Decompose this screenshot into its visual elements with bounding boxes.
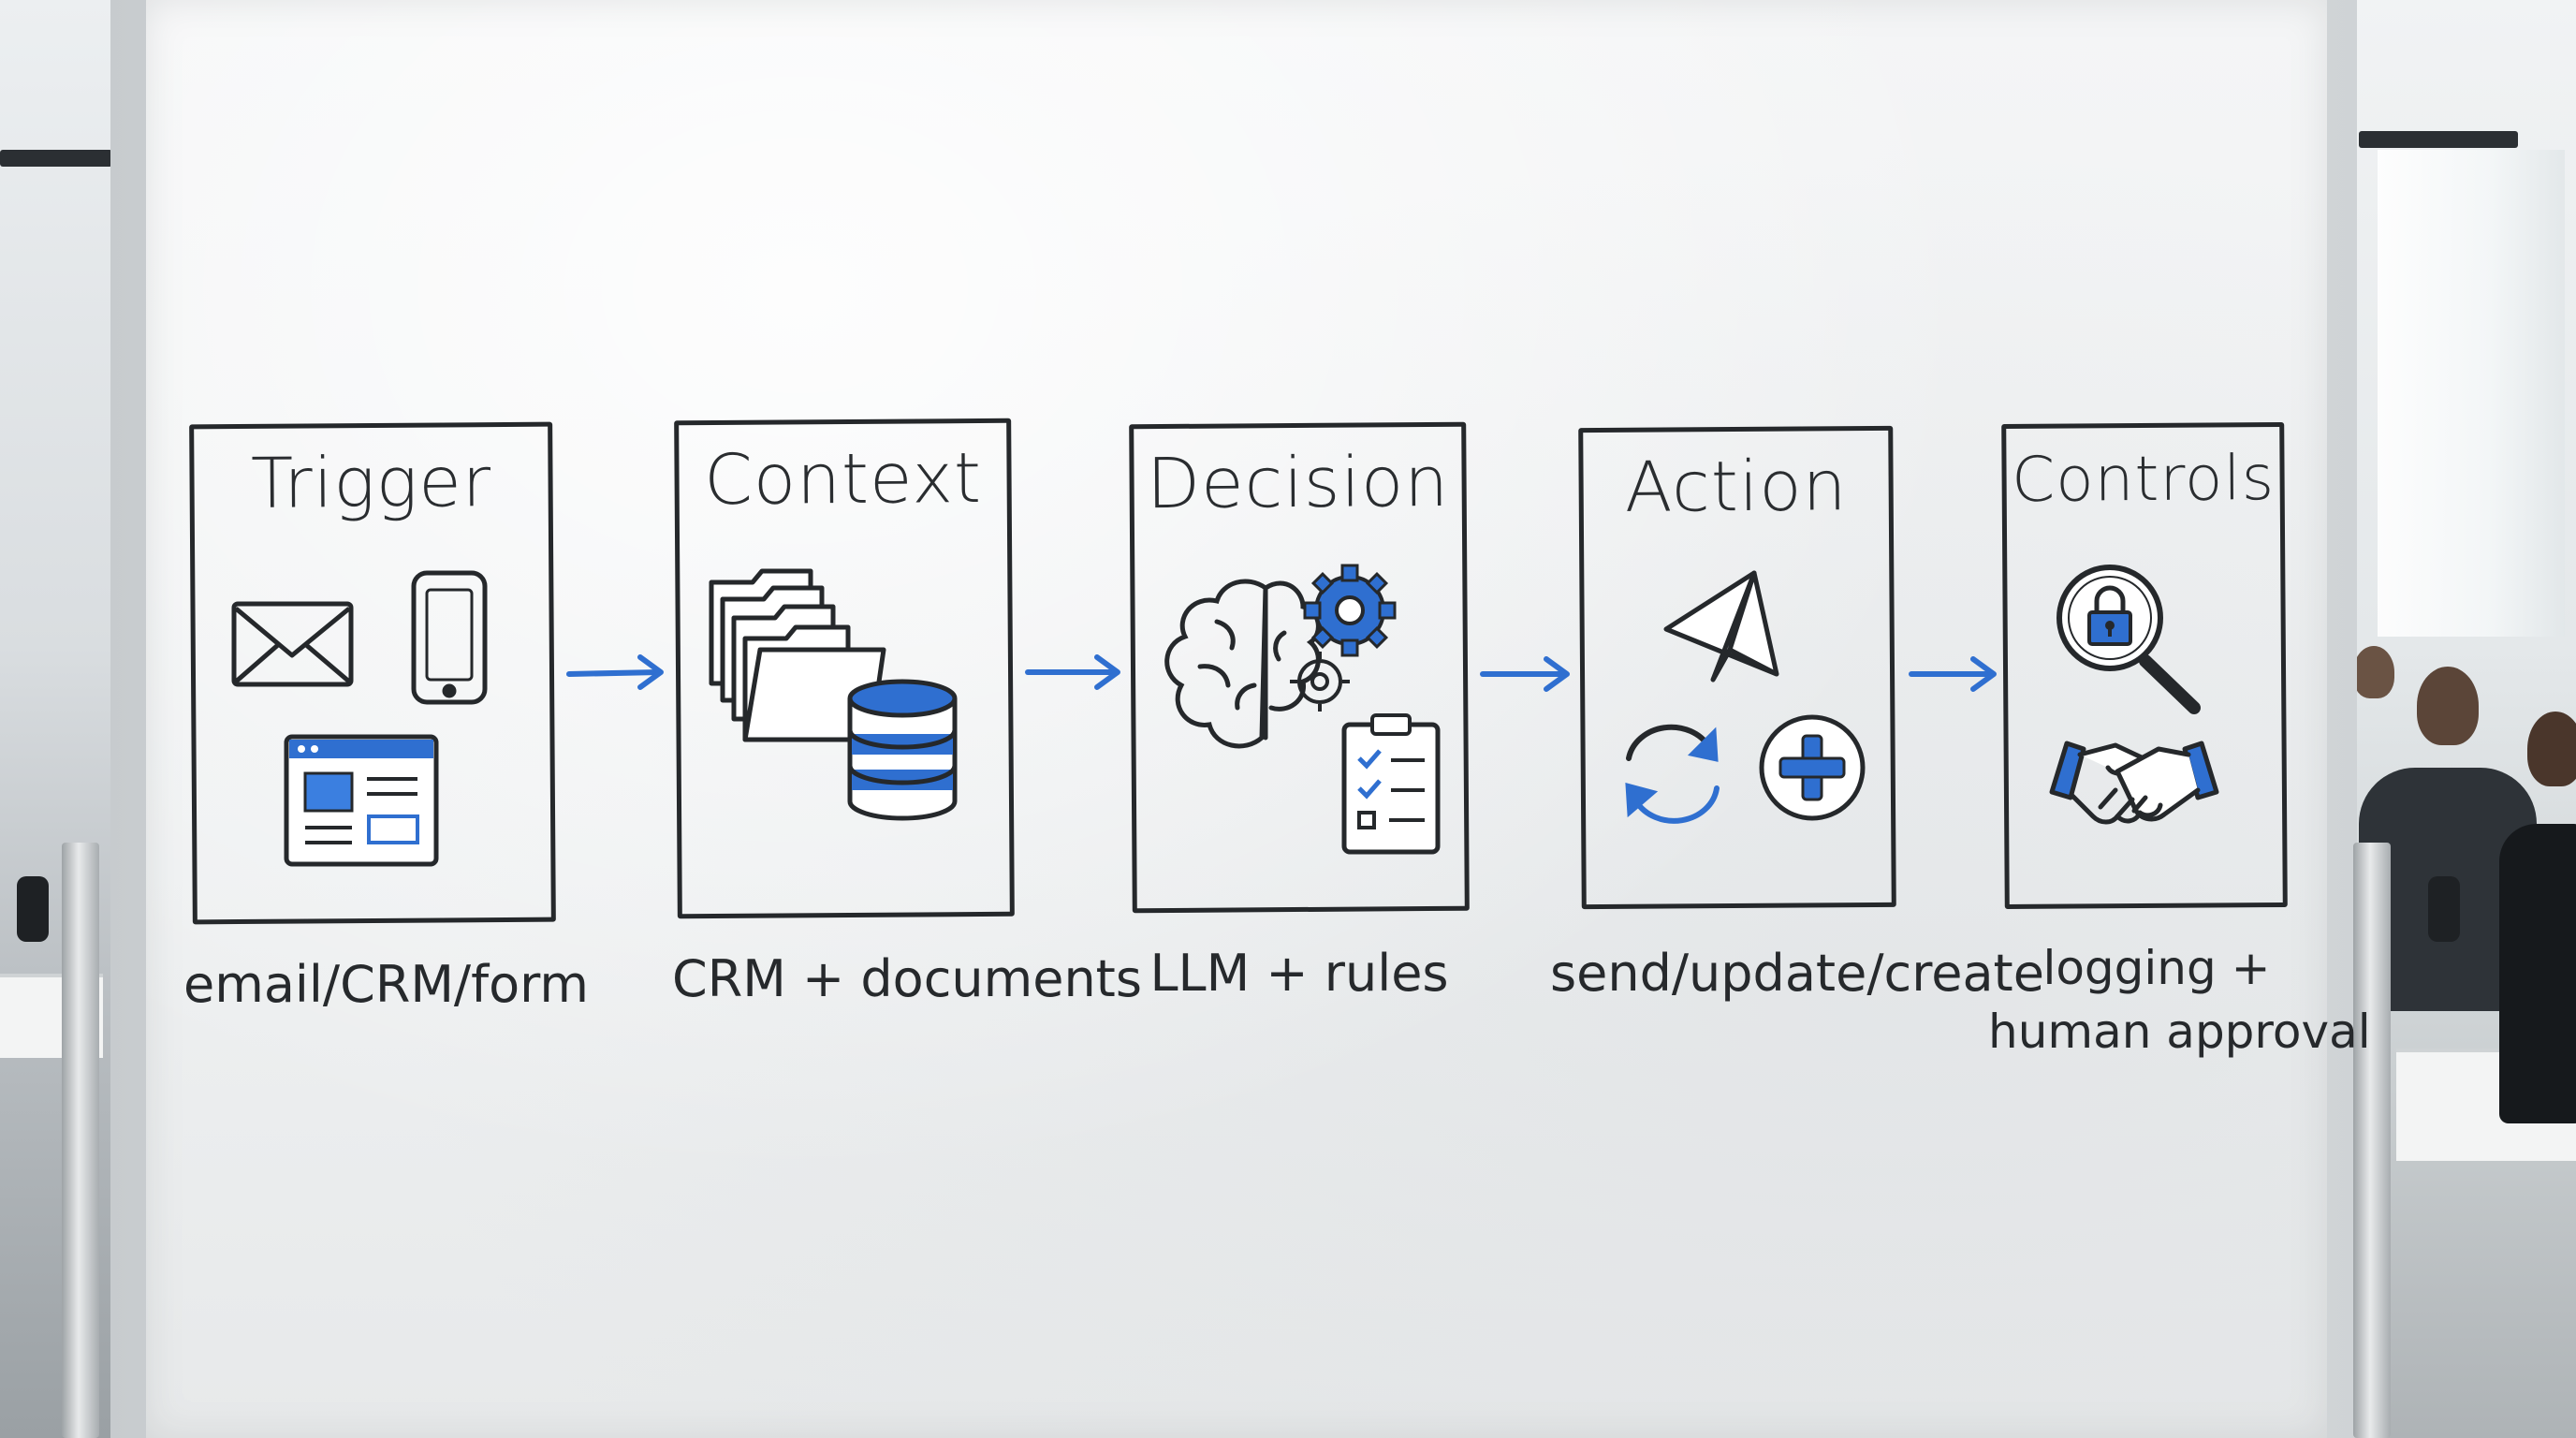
stand-knob-right (2428, 876, 2460, 942)
ceiling-light (0, 150, 112, 167)
stand-knob-left (17, 876, 49, 942)
step-controls-box: Controls (2001, 421, 2288, 910)
ceiling-light (2359, 131, 2518, 148)
step-trigger-box: Trigger (189, 421, 556, 925)
step-decision-box: Decision (1129, 421, 1470, 914)
step-controls-caption-line: logging + (2042, 941, 2271, 995)
step-action-title: Action (1624, 446, 1848, 528)
whiteboard-stand-left (62, 843, 99, 1438)
step-decision-caption: LLM + rules (1149, 944, 1449, 1003)
office-background-left (0, 0, 122, 1438)
step-controls-title: Controls (2011, 442, 2276, 516)
step-controls-caption-line: human approval (1988, 1005, 2371, 1059)
step-context-title: Context (703, 437, 983, 521)
step-action-caption: send/update/create (1550, 944, 2044, 1003)
person-body (2499, 824, 2576, 1123)
step-context-box: Context (674, 418, 1015, 919)
person-head (2527, 712, 2576, 786)
step-trigger-caption: email/CRM/form (183, 955, 590, 1014)
whiteboard-stand-right (2353, 843, 2391, 1438)
person-head (2353, 646, 2394, 698)
step-context-caption: CRM + documents (672, 949, 1142, 1008)
step-action-box: Action (1578, 425, 1896, 910)
step-decision-title: Decision (1146, 441, 1450, 525)
window (2378, 150, 2565, 637)
person-head (2417, 667, 2479, 745)
step-trigger-title: Trigger (250, 442, 492, 524)
step-controls-caption: logging + human approval (1988, 936, 2371, 1064)
